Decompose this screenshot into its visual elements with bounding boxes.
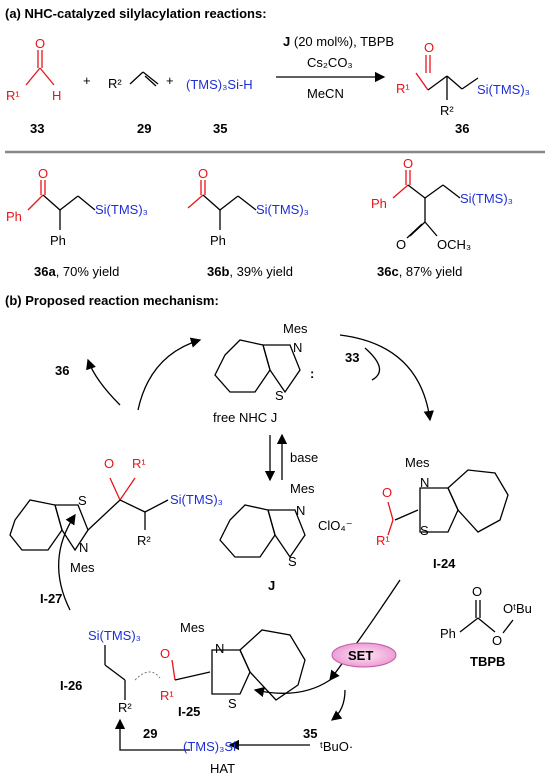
label-I-26: I-26	[60, 678, 82, 693]
svg-text:Si(TMS)₃: Si(TMS)₃	[88, 628, 141, 643]
svg-text:O: O	[403, 156, 413, 171]
svg-text:MeCN: MeCN	[307, 86, 344, 101]
svg-text:O: O	[382, 485, 392, 500]
svg-text:Si(TMS)₃: Si(TMS)₃	[95, 202, 148, 217]
example-36a: Ph O Ph Si(TMS)₃ 36a, 70% yield	[6, 166, 148, 279]
label-35: 35	[213, 121, 227, 136]
svg-text:Ph: Ph	[440, 626, 456, 641]
svg-text:Si(TMS)₃: Si(TMS)₃	[477, 82, 530, 97]
svg-text:O: O	[198, 166, 208, 181]
set-badge: SET	[331, 642, 397, 668]
base-label: base	[290, 450, 318, 465]
svg-text:S: S	[228, 696, 237, 711]
label-35-in: 35	[303, 726, 317, 741]
svg-text:Ph: Ph	[210, 233, 226, 248]
svg-text:Si(TMS)₃: Si(TMS)₃	[170, 492, 223, 507]
svg-text:N: N	[79, 540, 88, 555]
label-J: J	[268, 578, 275, 593]
label-I-24: I-24	[433, 556, 456, 571]
svg-text:OᵗBu: OᵗBu	[503, 601, 532, 616]
svg-text:O: O	[38, 166, 48, 181]
svg-text:R²: R²	[108, 76, 122, 91]
svg-text:Ph: Ph	[50, 233, 66, 248]
product-36: O R¹ R² Si(TMS)₃ 36	[396, 40, 530, 136]
svg-text:SET: SET	[348, 648, 373, 663]
svg-text:R¹: R¹	[6, 88, 20, 103]
tbuo-radical: ᵗBuO·	[320, 739, 353, 754]
svg-text:O: O	[396, 237, 406, 252]
example-36b: O Ph Si(TMS)₃ 36b, 39% yield	[187, 166, 309, 279]
svg-text:36c, 87% yield: 36c, 87% yield	[377, 264, 462, 279]
svg-text:R¹: R¹	[376, 533, 390, 548]
conditions: J (20 mol%), TBPB Cs₂CO₃ MeCN	[276, 34, 394, 101]
svg-text:H: H	[52, 88, 61, 103]
svg-text:R¹: R¹	[396, 81, 410, 96]
section-b-title: (b) Proposed reaction mechanism:	[5, 293, 219, 308]
svg-text:O: O	[492, 633, 502, 648]
svg-text:S: S	[78, 493, 87, 508]
svg-text:Mes: Mes	[290, 481, 315, 496]
label-29-in: 29	[143, 726, 157, 741]
svg-text:ClO₄⁻: ClO₄⁻	[318, 518, 353, 533]
svg-text:Mes: Mes	[405, 455, 430, 470]
svg-text:O: O	[160, 646, 170, 661]
svg-text:free NHC J: free NHC J	[213, 410, 277, 425]
alkene-29: R² 29	[108, 71, 159, 136]
svg-text:S: S	[288, 554, 297, 569]
silane-35: (TMS)₃Si-H	[186, 77, 253, 92]
intermediate-I-27: S N Mes O R¹ R² Si(TMS)₃ I-27 36	[9, 363, 223, 606]
svg-text:R¹: R¹	[160, 688, 174, 703]
label-I-25: I-25	[178, 704, 200, 719]
label-33: 33	[30, 121, 44, 136]
svg-text:O: O	[35, 36, 45, 51]
svg-text:R¹: R¹	[132, 456, 146, 471]
svg-text:N: N	[293, 340, 302, 355]
hat-label: HAT	[210, 761, 235, 776]
svg-text:Si(TMS)₃: Si(TMS)₃	[256, 202, 309, 217]
aldehyde-33: O R¹ H 33	[6, 36, 61, 136]
cycle-arrows	[57, 334, 434, 751]
svg-text:O: O	[424, 40, 434, 55]
section-a-title: (a) NHC-catalyzed silylacylation reactio…	[5, 6, 267, 21]
svg-text:O: O	[104, 456, 114, 471]
label-36: 36	[455, 121, 469, 136]
svg-text:S: S	[275, 388, 284, 403]
svg-text:36b, 39% yield: 36b, 39% yield	[207, 264, 293, 279]
svg-text:N: N	[296, 503, 305, 518]
svg-text:O: O	[472, 584, 482, 599]
nhc-salt-J: Mes N S ClO₄⁻ J	[219, 481, 353, 593]
svg-text:Si(TMS)₃: Si(TMS)₃	[460, 191, 513, 206]
svg-text:R²: R²	[118, 700, 132, 715]
svg-text:Mes: Mes	[70, 560, 95, 575]
tbpb: Ph O O OᵗBu TBPB	[440, 584, 532, 669]
intermediate-I-24: Mes N S O R¹ I-24	[376, 455, 509, 571]
svg-text:N: N	[420, 475, 429, 490]
svg-text:+: +	[83, 73, 91, 88]
svg-text:Mes: Mes	[180, 620, 205, 635]
intermediate-I-25: Mes N O R¹ S I-25	[160, 620, 306, 719]
svg-text:Ph: Ph	[6, 209, 22, 224]
svg-text:OCH₃: OCH₃	[437, 237, 471, 252]
label-36-out: 36	[55, 363, 69, 378]
svg-text:R²: R²	[440, 103, 454, 118]
svg-text:J (20 mol%), TBPB: J (20 mol%), TBPB	[283, 34, 394, 49]
svg-text:Cs₂CO₃: Cs₂CO₃	[307, 55, 353, 70]
label-TBPB: TBPB	[470, 654, 505, 669]
svg-text:+: +	[166, 73, 174, 88]
free-nhc: Mes N S : free NHC J	[213, 321, 314, 425]
example-36c: Ph O O OCH₃ Si(TMS)₃ 36c, 87% yield	[371, 156, 513, 279]
svg-text:S: S	[420, 523, 429, 538]
svg-text:R²: R²	[137, 533, 151, 548]
label-I-27: I-27	[40, 591, 62, 606]
label-33-in: 33	[345, 350, 359, 365]
svg-text::: :	[310, 366, 314, 381]
svg-text:36a, 70% yield: 36a, 70% yield	[34, 264, 119, 279]
svg-text:Mes: Mes	[283, 321, 308, 336]
silyl-radical: (TMS)₃Si·	[183, 739, 240, 754]
svg-text:Ph: Ph	[371, 196, 387, 211]
svg-text:N: N	[215, 641, 224, 656]
intermediate-I-26: Si(TMS)₃ R² I-26	[60, 628, 161, 715]
label-29: 29	[137, 121, 151, 136]
